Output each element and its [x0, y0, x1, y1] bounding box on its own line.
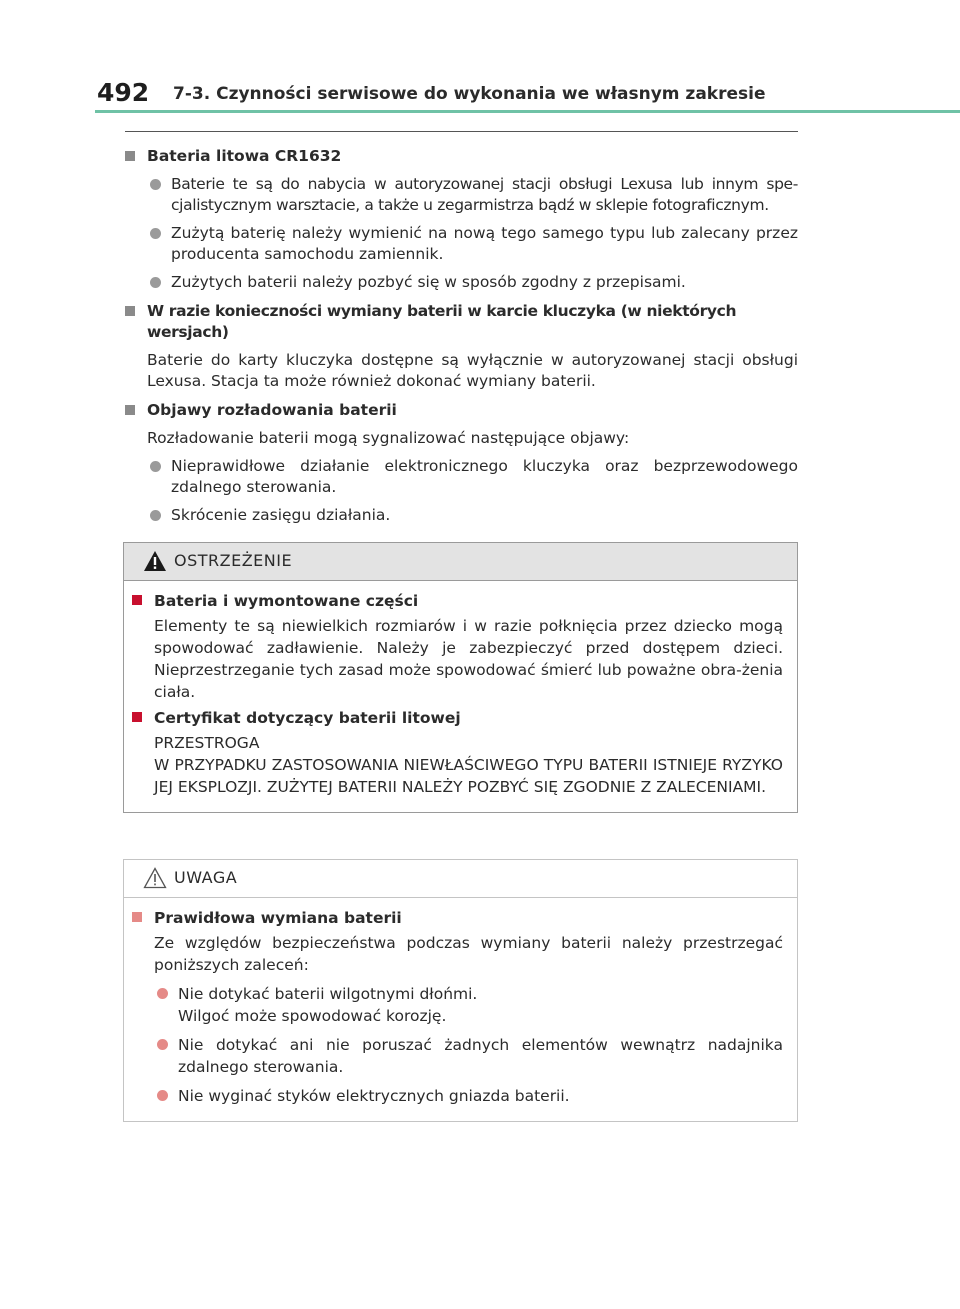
list-item: Zużytą baterię należy wymienić na nową t…: [125, 223, 798, 265]
square-bullet-icon: [132, 712, 142, 722]
round-bullet-icon: [157, 1039, 168, 1050]
list-item: Nie wyginać styków elektrycznych gniazda…: [132, 1085, 783, 1107]
caution-heading: PRZESTROGA: [154, 734, 260, 752]
section-text: Rozładowanie baterii mogą sygnalizować n…: [147, 429, 630, 447]
section-text: Ze względów bezpieczeństwa podczas wymia…: [154, 934, 783, 974]
notice-box: UWAGA Prawidłowa wymiana baterii Ze wzgl…: [123, 859, 798, 1122]
page-number: 492: [97, 78, 150, 107]
page-header: 492 7-3. Czynności serwisowe do wykonani…: [0, 0, 960, 113]
section-title: Objawy rozładowania baterii: [125, 400, 798, 421]
square-bullet-icon: [125, 151, 135, 161]
section-title: W razie konieczności wymiany baterii w k…: [125, 301, 798, 343]
list-item: Nie dotykać baterii wilgotnymi dłońmi. W…: [132, 983, 783, 1027]
section-title: Prawidłowa wymiana baterii: [132, 907, 783, 929]
caution-body: W PRZYPADKU ZASTOSOWANIA NIEWŁAŚCIWEGO T…: [154, 756, 783, 796]
section-title: Certyfikat dotyczący baterii litowej: [132, 707, 783, 729]
list-item: Skrócenie zasięgu działania.: [125, 505, 798, 526]
section-text: Elementy te są niewielkich rozmiarów i w…: [154, 617, 783, 701]
notice-body: Prawidłowa wymiana baterii Ze względów b…: [124, 898, 797, 1121]
warning-triangle-icon: [144, 551, 166, 571]
square-bullet-icon: [132, 912, 142, 922]
square-bullet-icon: [125, 306, 135, 316]
list-item: Nie dotykać ani nie poruszać żadnych ele…: [132, 1034, 783, 1078]
round-bullet-icon: [150, 179, 161, 190]
header-accent-line: [95, 110, 960, 113]
round-bullet-icon: [157, 1090, 168, 1101]
round-bullet-icon: [157, 988, 168, 999]
warning-body: Bateria i wymontowane części Elementy te…: [124, 581, 797, 812]
chapter-title: 7-3. Czynności serwisowe do wykonania we…: [173, 84, 766, 104]
list-item: Baterie te są do nabycia w autoryzowanej…: [125, 174, 798, 216]
square-bullet-icon: [125, 405, 135, 415]
caution-triangle-icon: [143, 867, 167, 889]
caution-text: PRZESTROGA W PRZYPADKU ZASTOSOWANIA NIEW…: [132, 732, 783, 798]
notice-label: UWAGA: [174, 868, 238, 887]
list-item: Nieprawidłowe działanie elektronicznego …: [125, 456, 798, 498]
header-rule: [125, 131, 798, 132]
section-title: Bateria litowa CR1632: [125, 146, 798, 167]
warning-header: OSTRZEŻENIE: [124, 543, 797, 581]
main-content: Bateria litowa CR1632 Baterie te są do n…: [125, 146, 798, 526]
section-text: Baterie do karty kluczyka dostępne są wy…: [147, 351, 798, 390]
warning-label: OSTRZEŻENIE: [174, 551, 293, 570]
section-title: Bateria i wymontowane części: [132, 590, 783, 612]
square-bullet-icon: [132, 595, 142, 605]
round-bullet-icon: [150, 277, 161, 288]
round-bullet-icon: [150, 510, 161, 521]
warning-box: OSTRZEŻENIE Bateria i wymontowane części…: [123, 542, 798, 813]
round-bullet-icon: [150, 461, 161, 472]
list-item: Zużytych baterii należy pozbyć się w spo…: [125, 272, 798, 293]
notice-header: UWAGA: [124, 860, 797, 898]
round-bullet-icon: [150, 228, 161, 239]
